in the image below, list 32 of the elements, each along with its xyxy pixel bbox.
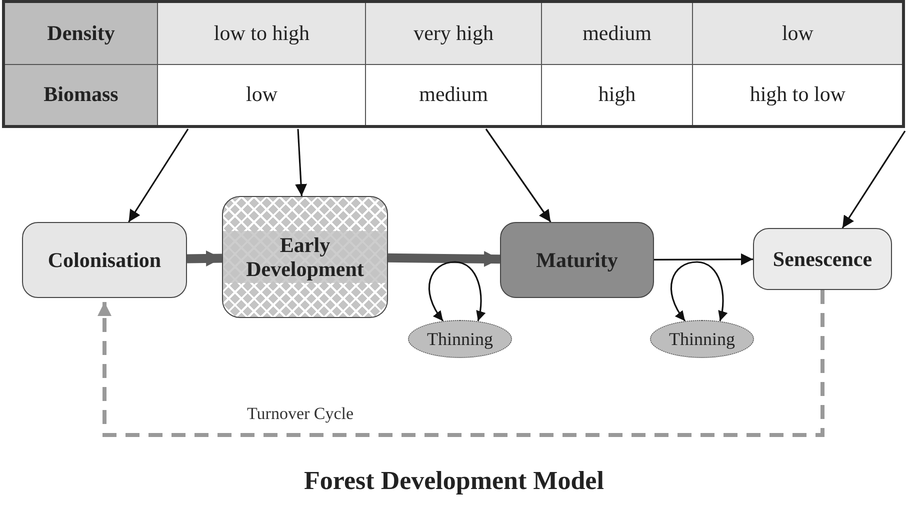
cycle-arrow bbox=[670, 261, 728, 322]
cycle-arrow bbox=[428, 261, 486, 322]
leader-arrow bbox=[295, 128, 307, 196]
leader-arrow bbox=[842, 130, 906, 228]
leader-arrow bbox=[128, 128, 189, 222]
caption: Forest Development Model bbox=[303, 466, 605, 496]
table-cell: low to high bbox=[158, 2, 366, 64]
arrow bbox=[98, 290, 824, 437]
row-header-cell: Biomass bbox=[4, 64, 158, 126]
node-label: Senescence bbox=[772, 246, 872, 272]
table-cell: medium bbox=[366, 64, 542, 126]
table-cell: very high bbox=[366, 2, 542, 64]
stage-box bbox=[22, 222, 187, 298]
node-label: Thinning bbox=[669, 328, 735, 350]
stage-box bbox=[222, 196, 388, 318]
table-cell: low bbox=[692, 2, 904, 64]
node-label: Thinning bbox=[427, 328, 493, 350]
stage-box bbox=[753, 228, 892, 290]
arrow bbox=[186, 250, 222, 266]
table-cell: low bbox=[158, 64, 366, 126]
stage-box bbox=[500, 222, 654, 298]
arrow bbox=[654, 253, 753, 266]
edge-label: Turnover Cycle bbox=[245, 404, 356, 424]
node-label: Colonisation bbox=[48, 248, 162, 272]
leader-arrow bbox=[485, 128, 552, 222]
row-header-cell: Density bbox=[4, 2, 158, 64]
table-cell: high bbox=[541, 64, 693, 126]
table-cell: medium bbox=[541, 2, 693, 64]
table-cell: high to low bbox=[692, 64, 904, 126]
arrow bbox=[388, 250, 500, 267]
node-label: Early Development bbox=[223, 230, 387, 284]
node-label: Maturity bbox=[536, 248, 618, 272]
